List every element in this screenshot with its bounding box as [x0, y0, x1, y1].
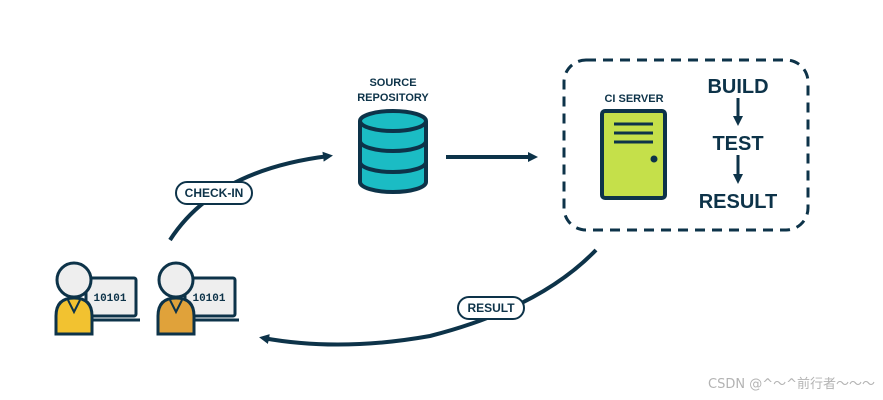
check-in-pill: CHECK-IN [175, 181, 253, 205]
result-return-arrow [259, 248, 598, 347]
laptop-code: 10101 [192, 293, 225, 305]
ci-server-box: CI SERVER BUILD TEST RESULT [562, 58, 810, 232]
developer-1: 10101 [54, 261, 140, 336]
build-step: BUILD [707, 76, 768, 98]
person-icon [156, 261, 196, 336]
result-pill: RESULT [457, 296, 525, 320]
result-label: RESULT [467, 301, 515, 315]
watermark: CSDN @^～^前行者～～～ [708, 377, 875, 392]
developer-2: 10101 [156, 261, 239, 336]
result-step: RESULT [699, 191, 778, 213]
source-repository: SOURCE REPOSITORY [357, 77, 429, 194]
server-icon [600, 109, 667, 200]
source-repository-label-line2: REPOSITORY [357, 92, 429, 104]
laptop-icon: 10101 [181, 276, 239, 322]
database-icon [358, 109, 428, 194]
person-icon [54, 261, 94, 336]
test-step: TEST [712, 133, 763, 155]
check-in-label: CHECK-IN [185, 186, 244, 200]
ci-server-label: CI SERVER [604, 93, 663, 105]
source-repository-label-line1: SOURCE [369, 77, 416, 89]
laptop-code: 10101 [93, 293, 126, 305]
